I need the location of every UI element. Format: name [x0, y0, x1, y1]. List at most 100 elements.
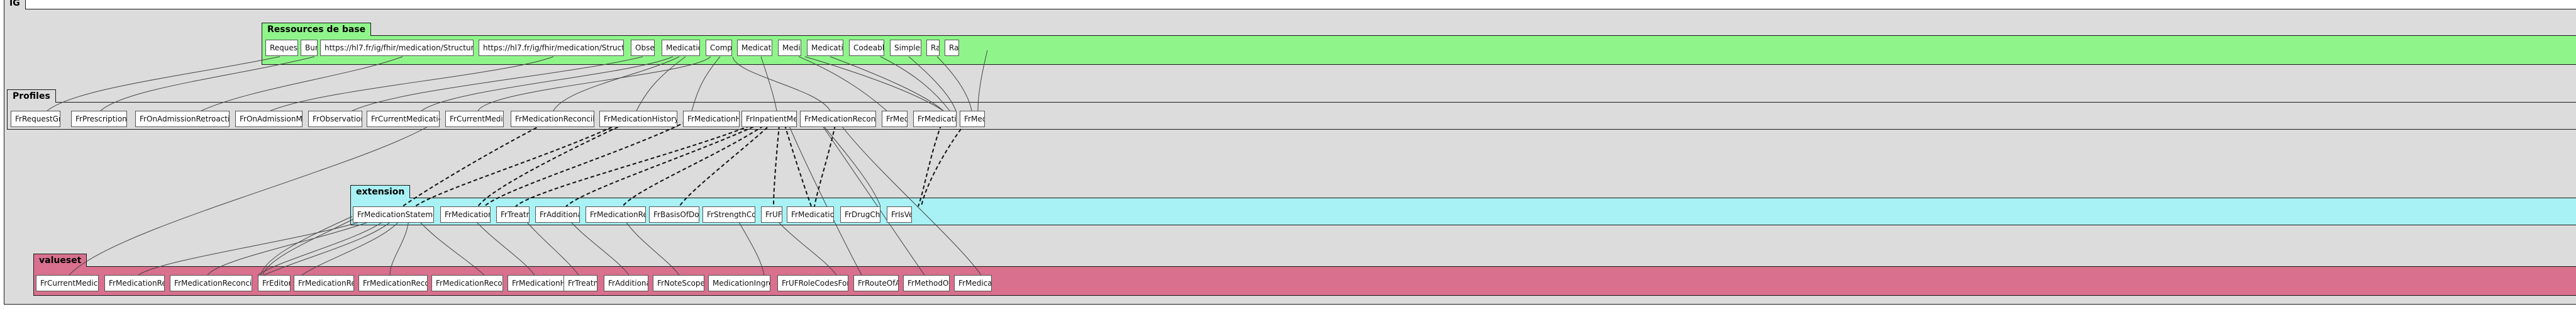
dash-histms-sources: [477, 118, 636, 207]
base-node[interactable]: Ratio: [926, 40, 940, 56]
extension-node[interactable]: FrBasisOfDoseComponent: [649, 206, 699, 223]
package-valueset-label: valueset: [33, 254, 87, 267]
extension-node[interactable]: FrMedicationToDispense: [787, 206, 834, 223]
extension-node[interactable]: FrAdditionalWhenValues: [535, 206, 580, 223]
valueset-node[interactable]: FrMedicationReconciliationResolution: [358, 275, 428, 291]
base-node[interactable]: Observation: [631, 40, 655, 56]
edge-route: [786, 118, 862, 276]
profile-node[interactable]: FrPrescriptionBunbleForExample: [71, 111, 127, 127]
valueset-node[interactable]: FrCurrentMedicationDocumentType: [36, 275, 99, 291]
base-node[interactable]: Range: [945, 40, 959, 56]
valueset-node[interactable]: FrMedicationRec: [954, 275, 992, 291]
profile-node[interactable]: FrMedication: [960, 111, 985, 127]
profile-node[interactable]: FrMedicationReconciliationMedicationStat…: [511, 111, 594, 127]
dash-req-basis: [679, 118, 777, 207]
edge-ev-recstatus: [301, 216, 403, 276]
valueset-node[interactable]: FrAdditionalWhenCodes: [604, 275, 648, 291]
base-node[interactable]: CodeableConcept: [849, 40, 884, 56]
base-node[interactable]: Bundle: [301, 40, 318, 56]
profile-node[interactable]: FrOnAdmissionMedicationComposition: [235, 111, 303, 127]
valueset-node[interactable]: FrNoteScopeCodeValueSet: [653, 275, 704, 291]
edge-dispense: [830, 56, 944, 111]
edge-requestgroup: [47, 56, 280, 111]
edge-aw: [565, 216, 630, 276]
profile-node[interactable]: FrMedicationHistoryComposition: [683, 111, 740, 127]
profile-node[interactable]: FrMedicationNonCompound: [913, 111, 957, 127]
dash-med-drug: [921, 118, 969, 207]
edge-isvehicle-dash: [817, 118, 881, 207]
extension-node[interactable]: FrIsVehicle: [887, 206, 912, 223]
edge-bundle: [100, 56, 315, 111]
profile-node[interactable]: FrCurrentMedicationComposition: [445, 111, 504, 127]
edge-ev-outcome: [414, 216, 485, 276]
base-node[interactable]: SimpleQuantity: [890, 40, 921, 56]
profile-node[interactable]: FrOnAdmissionRetroactiveReconciliationCo…: [135, 111, 230, 127]
package-ig-label: IG: [4, 0, 26, 9]
dash-nc-drug: [918, 118, 944, 207]
profile-node[interactable]: FrObservationForPrescription: [308, 111, 362, 127]
edge-ev-status-4: [262, 216, 359, 276]
extension-node[interactable]: FrMedicationRequestNoteScope: [586, 206, 646, 223]
edge-ev-status-3: [260, 216, 353, 276]
extension-node[interactable]: FrMedicationStatementReconciliationPrope…: [353, 206, 434, 223]
edge-range: [977, 50, 988, 111]
edge-ms-3: [636, 56, 686, 111]
edge-comp-1: [477, 56, 711, 111]
profile-node[interactable]: FrRequestGroupForPrescription: [11, 111, 60, 127]
extension-node[interactable]: FrDrugCharacteristic: [840, 206, 880, 223]
base-node[interactable]: Composition: [706, 40, 732, 56]
dash-rec-dispense: [814, 118, 837, 207]
extension-node[interactable]: FrUFRole: [761, 206, 782, 223]
valueset-node[interactable]: FrMethodOfAdministration: [903, 275, 950, 291]
edge-ms-2: [553, 56, 680, 111]
base-node[interactable]: MedicationStatement: [662, 40, 700, 56]
valueset-node[interactable]: FrEditorialStatus: [258, 275, 291, 291]
extension-node[interactable]: FrStrengthCodeableConcept: [702, 206, 755, 223]
edge-codeable: [880, 56, 950, 111]
edge-med-1: [798, 56, 887, 111]
dash-req-uf: [773, 118, 780, 207]
dash-req-ti: [515, 118, 768, 207]
edge-comp-3: [732, 56, 831, 111]
edge-ns: [622, 216, 680, 276]
base-node[interactable]: https://hl7.fr/ig/fhir/medication/Struct…: [479, 40, 624, 56]
valueset-node[interactable]: FrMedicationReconciliationStatus: [294, 275, 354, 291]
valueset-node[interactable]: FrMedicationReconciliationType: [104, 275, 165, 291]
profile-node[interactable]: FrInpatientMedicationRequest: [741, 111, 797, 127]
edge-reconciliation-url: [201, 56, 403, 111]
valueset-node[interactable]: FrMedicationReconciliationQualifiedDiscr…: [170, 275, 252, 291]
base-node[interactable]: https://hl7.fr/ig/fhir/medication/Struct…: [320, 40, 474, 56]
base-node[interactable]: MedicationDispense: [807, 40, 843, 56]
edge-ratio: [936, 56, 972, 111]
edge-quantity: [908, 56, 957, 111]
edge-current-vs: [69, 118, 441, 276]
profile-node[interactable]: FrMedicationHistoryMedicationStatement: [599, 111, 677, 127]
package-profiles-label: Profiles: [7, 89, 56, 103]
valueset-node[interactable]: FrTreatmentIntent: [564, 275, 597, 291]
base-node[interactable]: RequestGroup: [265, 40, 298, 56]
dash-req-aw: [565, 118, 771, 207]
base-node[interactable]: MedicationRequest: [737, 40, 772, 56]
extension-node[interactable]: FrMedicationHistorySources: [440, 206, 491, 223]
dash-histcomp-sources: [484, 118, 692, 207]
profile-node[interactable]: FrMedication: [882, 111, 908, 127]
profile-node[interactable]: FrMedicationReconciliationComposition: [800, 111, 876, 127]
edge-ev-status-1: [257, 216, 391, 276]
dash-histms-props: [414, 118, 630, 207]
edge-comp-2: [691, 56, 721, 111]
valueset-node[interactable]: FrMedicationReconciliationOutcome: [431, 275, 503, 291]
valueset-node[interactable]: MedicationIngredientStrengthCodes: [708, 275, 770, 291]
valueset-node[interactable]: FrMedicationHistorySourceType: [508, 275, 570, 291]
dash-req-dispense: [782, 118, 812, 207]
edge-strength: [735, 216, 765, 276]
valueset-node[interactable]: FrUFRoleCodesForPrescriptionValueSet: [777, 275, 848, 291]
extension-node[interactable]: FrTreatmentIntent: [496, 206, 530, 223]
edge-ev-disc: [207, 216, 384, 276]
valueset-node[interactable]: FrRouteOfAdministration: [853, 275, 899, 291]
base-node[interactable]: Medication: [778, 40, 801, 56]
profile-node[interactable]: FrCurrentMedicationMedicationStatement: [367, 111, 440, 127]
edge-ev-status-2: [264, 216, 397, 276]
edge-medrec: [836, 118, 982, 276]
